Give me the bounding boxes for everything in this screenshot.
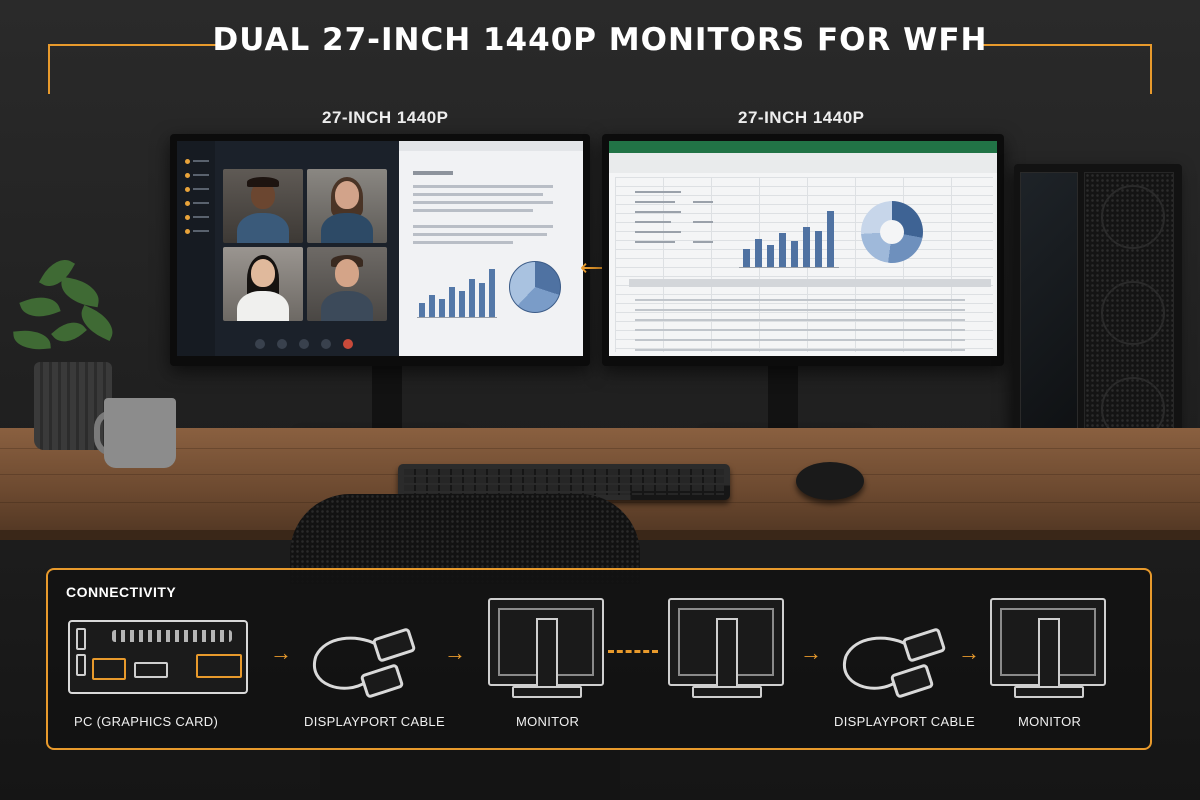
end-call-button[interactable] [343,339,353,349]
coffee-mug [104,398,176,468]
video-call-area [215,141,399,356]
daisy-chain-link [608,650,658,653]
monitor-label-left: 27-INCH 1440P [322,108,449,127]
call-control-button[interactable] [299,339,309,349]
header-frame-left [48,44,220,94]
document-panel [399,141,583,356]
spreadsheet-ribbon [609,141,997,153]
component-label-cable-1: DISPLAYPORT CABLE [304,714,445,729]
spreadsheet-donut-chart [861,201,923,263]
right-monitor-screen [609,141,997,356]
graphics-card-icon [68,620,248,694]
office-chair-base [320,750,620,800]
spreadsheet [609,141,997,356]
call-control-button[interactable] [277,339,287,349]
arrow-right-icon: → [444,640,466,665]
component-label-monitor-1: MONITOR [516,714,580,729]
component-label-monitor-2: MONITOR [1018,714,1082,729]
document-pie-chart [509,261,561,313]
pc-tower [1014,164,1182,476]
arrow-right-icon: → [800,640,822,665]
mouse[interactable] [796,462,864,500]
left-monitor-screen [177,141,583,356]
right-monitor [602,134,1004,366]
arrow-right-icon: → [270,640,292,665]
video-tile [307,247,387,321]
monitor-icon [488,598,604,698]
spreadsheet-toolbar [609,153,997,173]
connectivity-title: CONNECTIVITY [66,584,177,600]
document-bar-chart [417,261,497,318]
monitor-icon [990,598,1106,698]
call-app-sidebar [177,141,215,356]
displayport-cable-icon [842,628,946,698]
arrow-right-icon: → [958,640,980,665]
monitor-label-right: 27-INCH 1440P [738,108,865,127]
video-tile [223,169,303,243]
spreadsheet-bar-chart [739,205,839,268]
page-title: DUAL 27-INCH 1440P MONITORS FOR WFH [212,22,988,58]
left-monitor [170,134,590,366]
left-monitor-stand [372,364,402,436]
displayport-cable-icon [312,628,416,698]
video-tile [223,247,303,321]
component-label-cable-2: DISPLAYPORT CABLE [834,714,975,729]
monitor-icon [668,598,784,698]
call-control-button[interactable] [255,339,265,349]
header-frame-right [980,44,1152,94]
connectivity-panel: CONNECTIVITY PC (GRAPHICS CARD) → DISPLA… [46,568,1152,750]
right-monitor-stand [768,364,798,436]
video-tile [307,169,387,243]
component-label-pc: PC (GRAPHICS CARD) [74,714,219,729]
call-control-button[interactable] [321,339,331,349]
